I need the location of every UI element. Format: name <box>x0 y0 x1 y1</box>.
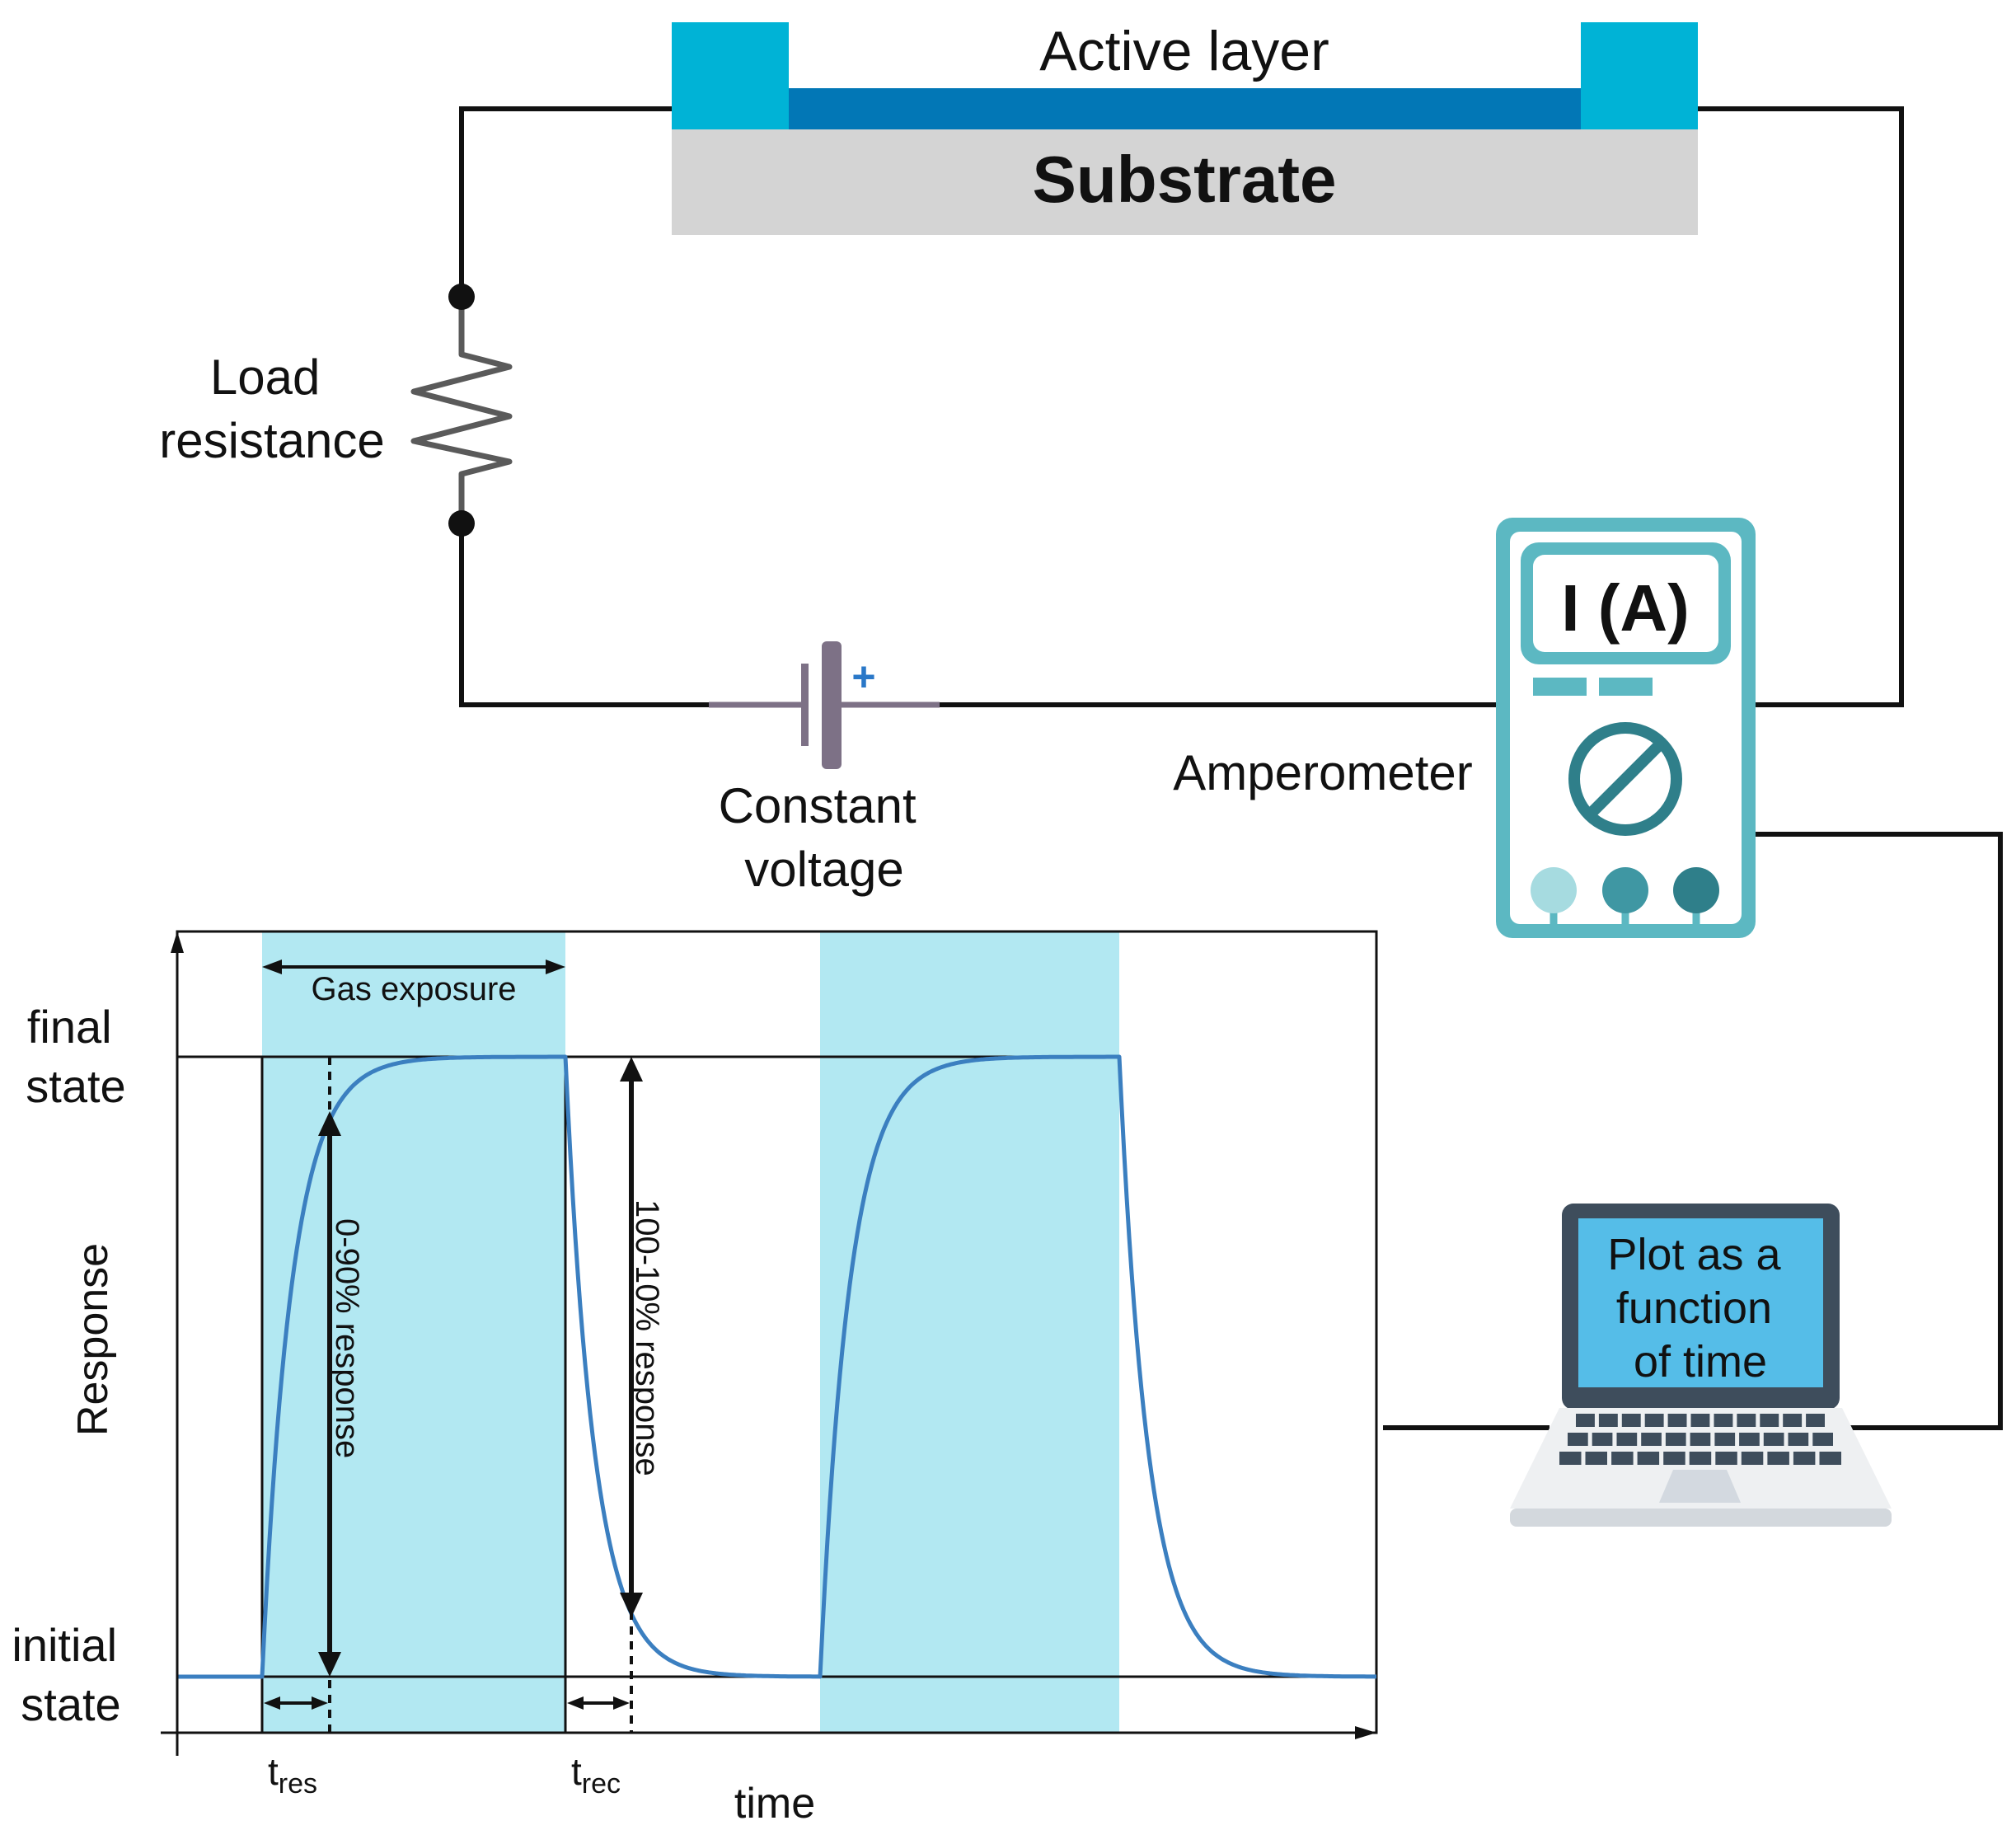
meter-display-text: I (A) <box>1561 571 1690 645</box>
keyboard-key <box>1690 1414 1710 1427</box>
terminal-dot-top <box>448 284 475 310</box>
wire-meter-to-laptop <box>1756 832 2003 1430</box>
t-res-label: tres <box>268 1750 317 1800</box>
circuit-wires <box>459 106 2003 1430</box>
keyboard-key <box>1806 1414 1825 1427</box>
keyboard-key <box>1690 1433 1711 1446</box>
keyboard-key <box>1739 1433 1760 1446</box>
keyboard-key <box>1689 1452 1712 1465</box>
keyboard-key <box>1598 1414 1618 1427</box>
response-curve <box>177 1054 1376 1679</box>
probe-jack-2 <box>1602 867 1648 913</box>
keyboard-key <box>1644 1414 1664 1427</box>
keyboard-key <box>1714 1414 1733 1427</box>
amperometer: I (A) <box>1496 518 1756 938</box>
load-resistance-label: Load resistance <box>159 350 384 468</box>
keyboard-key <box>1819 1452 1841 1465</box>
plus-sign: + <box>851 654 875 700</box>
probe-jack-1 <box>1531 867 1577 913</box>
keyboard-key <box>1760 1414 1779 1427</box>
keyboard-key <box>1616 1433 1638 1446</box>
wire-right <box>1698 106 1904 707</box>
left-contact <box>672 22 789 129</box>
t-rec-arrow <box>567 1696 630 1710</box>
keyboard-key <box>1663 1452 1685 1465</box>
constant-voltage-label: Constant voltage <box>719 778 931 897</box>
keyboard-key <box>1559 1452 1582 1465</box>
gas-exposure-label: Gas exposure <box>311 971 516 1007</box>
terminal-dot-bottom <box>448 510 475 537</box>
keyboard-key <box>1667 1414 1687 1427</box>
keyboard-key <box>1714 1433 1736 1446</box>
initial-state-label: initial state <box>12 1619 129 1730</box>
wire-left-top <box>459 106 672 297</box>
keyboard-key <box>1665 1433 1686 1446</box>
battery-short-plate <box>801 664 809 746</box>
y-axis-label: Response <box>69 1243 117 1436</box>
active-layer-label: Active layer <box>1039 20 1329 82</box>
battery-symbol: + <box>709 641 940 769</box>
substrate-label: Substrate <box>1033 143 1337 216</box>
laptop: Plot as a function of time <box>1510 1204 1892 1527</box>
final-state-label: final state <box>26 1001 125 1112</box>
probe-jack-3 <box>1673 867 1719 913</box>
exposure-band-1 <box>262 931 565 1733</box>
keyboard-key <box>1592 1433 1613 1446</box>
fall-annotation: 100-10% response <box>629 1199 665 1476</box>
t-res-arrow <box>264 1696 328 1710</box>
active-layer <box>787 88 1582 129</box>
keyboard-key <box>1788 1433 1809 1446</box>
keyboard-key <box>1793 1452 1816 1465</box>
keyboard-key <box>1763 1433 1784 1446</box>
laptop-trackpad <box>1659 1470 1741 1503</box>
sensor-device: Active layer Substrate <box>672 20 1698 235</box>
meter-dial-icon <box>1568 722 1682 836</box>
laptop-keyboard <box>1559 1414 1841 1465</box>
keyboard-key <box>1576 1414 1595 1427</box>
keyboard-key <box>1621 1414 1641 1427</box>
keyboard-key <box>1568 1433 1588 1446</box>
keyboard-key <box>1812 1433 1833 1446</box>
gas-exposure-arrow <box>262 960 565 974</box>
keyboard-key <box>1585 1452 1607 1465</box>
laptop-screen-text: Plot as a function of time <box>1607 1230 1793 1387</box>
keyboard-key <box>1767 1452 1789 1465</box>
meter-indicator-right <box>1599 678 1653 696</box>
resistor-zigzag <box>410 297 513 523</box>
wire-left-bottom <box>459 523 709 707</box>
keyboard-key <box>1637 1452 1660 1465</box>
rise-arrow <box>318 1111 341 1677</box>
amperometer-label: Amperometer <box>1173 745 1472 800</box>
laptop-screen <box>1578 1218 1823 1387</box>
keyboard-key <box>1611 1452 1634 1465</box>
exposure-band-2 <box>820 931 1119 1733</box>
battery-long-plate <box>822 641 842 769</box>
keyboard-key <box>1783 1414 1803 1427</box>
keyboard-key <box>1715 1452 1737 1465</box>
plot-axes <box>161 931 1376 1756</box>
keyboard-key <box>1741 1452 1764 1465</box>
rise-annotation: 0-90% response <box>329 1218 365 1458</box>
keyboard-key <box>1737 1414 1756 1427</box>
t-rec-label: trec <box>571 1750 621 1800</box>
meter-probe-jacks <box>1531 867 1719 924</box>
substrate <box>672 128 1698 235</box>
fall-arrow <box>620 1057 643 1617</box>
x-axis-label: time <box>734 1780 815 1828</box>
load-resistor <box>410 284 513 537</box>
meter-indicator-left <box>1533 678 1587 696</box>
keyboard-key <box>1641 1433 1662 1446</box>
response-plot: Gas exposure 0-90% response 100-10% resp… <box>12 930 1378 1828</box>
right-contact <box>1581 22 1698 129</box>
